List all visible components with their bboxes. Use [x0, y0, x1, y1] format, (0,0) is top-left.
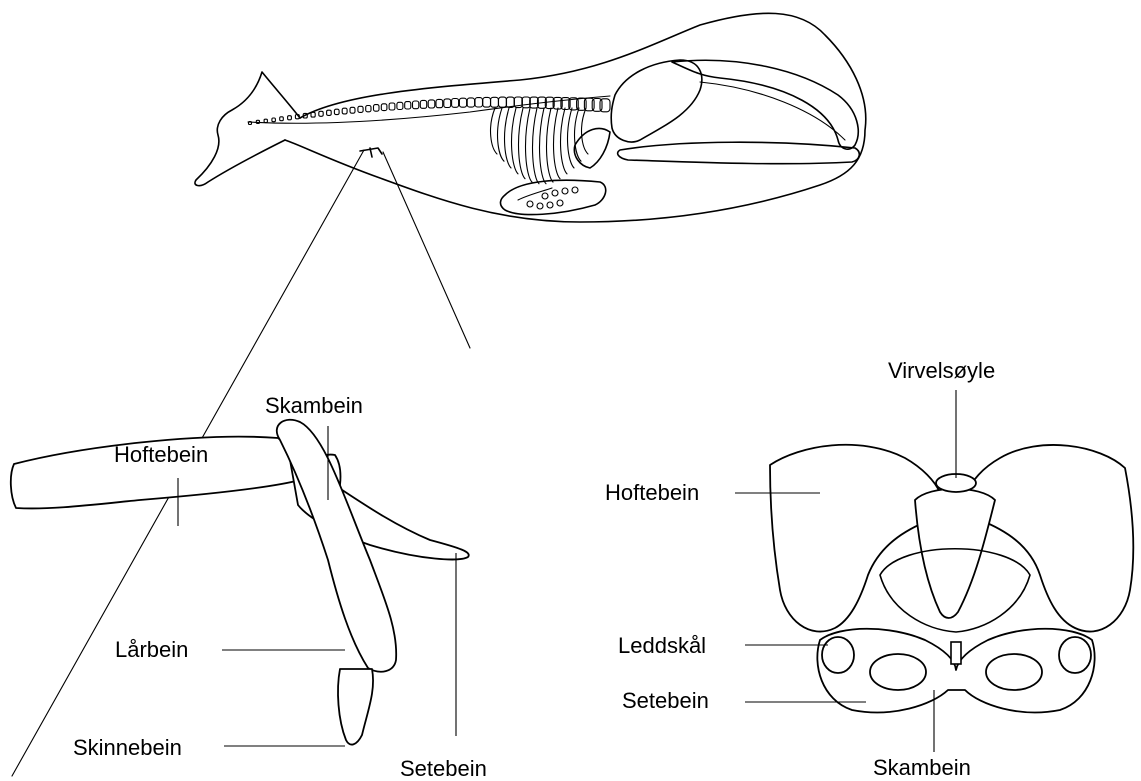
- pelvis-left-foramen: [870, 654, 926, 690]
- whale-vertebra: [483, 97, 491, 107]
- whale-vertebra: [288, 116, 292, 120]
- label-human-setebein: Setebein: [622, 688, 709, 713]
- whale-vertebra: [264, 119, 267, 122]
- label-whale-laarbein: Lårbein: [115, 637, 188, 662]
- whale-vertebra: [350, 107, 355, 113]
- whale-rib: [540, 108, 546, 184]
- whale-body-outline: [285, 13, 866, 222]
- whale-vertebra: [413, 101, 419, 109]
- whale-flipper: [500, 180, 605, 214]
- label-human-hoftebein: Hoftebein: [605, 480, 699, 505]
- whale-rib: [519, 108, 525, 179]
- whale-rib: [561, 108, 567, 174]
- whale-vertebra: [249, 122, 252, 125]
- whale-skull: [611, 60, 702, 142]
- label-human-virvelsoyle: Virvelsøyle: [888, 358, 995, 383]
- whale-rib: [533, 108, 539, 184]
- whale-rib: [505, 108, 511, 168]
- whale-vertebra: [256, 120, 259, 123]
- label-human-skambein: Skambein: [873, 755, 971, 780]
- whale-scapula: [574, 128, 610, 168]
- pelvis-right-acetabulum: [1059, 637, 1091, 673]
- label-human-leddskaal: Leddskål: [618, 633, 706, 658]
- whale-leg-detail: [11, 420, 469, 745]
- whale-vertebra: [475, 98, 483, 107]
- pelvis-sacrum: [915, 489, 995, 618]
- whale-tibia: [338, 669, 373, 745]
- whale-illustration: [195, 13, 866, 222]
- whale-vertebra: [452, 99, 459, 108]
- whale-vertebra: [428, 100, 435, 108]
- pelvis-right-ilium: [966, 445, 1133, 632]
- whale-vertebra: [366, 106, 371, 112]
- human-pelvis: [770, 445, 1133, 713]
- whale-flipper-bones: [518, 187, 578, 209]
- whale-baleen-arc: [700, 82, 845, 140]
- pelvis-right-foramen: [986, 654, 1042, 690]
- whale-vertebra: [334, 109, 339, 114]
- whale-vertebra: [327, 110, 332, 115]
- whale-vertebra: [358, 106, 363, 112]
- whale-rib: [526, 108, 532, 182]
- whale-vertebra: [522, 97, 530, 108]
- whale-vertebra: [272, 118, 276, 122]
- whale-vertebra: [420, 100, 426, 108]
- whale-vertebra: [444, 99, 451, 108]
- whale-vertebra: [374, 105, 380, 112]
- whale-tail: [195, 72, 300, 186]
- pelvis-symphysis: [951, 642, 961, 664]
- whale-rib: [582, 108, 588, 154]
- whale-vertebra: [319, 111, 323, 116]
- whale-vertebra: [499, 97, 507, 107]
- whale-vertebra: [405, 102, 411, 109]
- pelvis-left-ilium: [770, 445, 942, 632]
- label-whale-hoftebein: Hoftebein: [114, 442, 208, 467]
- whale-vertebra: [381, 104, 387, 111]
- whale-ribs: [491, 108, 588, 184]
- whale-upper-jaw: [672, 60, 858, 149]
- whale-vertebra: [311, 112, 315, 117]
- whale-vertebra: [491, 97, 499, 107]
- whale-lower-jaw: [618, 142, 860, 163]
- label-whale-skambein: Skambein: [265, 393, 363, 418]
- whale-rib: [547, 108, 553, 182]
- whale-vertebra: [459, 98, 466, 107]
- whale-pelvic-remnant: [360, 148, 382, 157]
- whale-rib: [568, 108, 574, 168]
- whale-vertebra: [342, 108, 347, 114]
- whale-vertebra: [467, 98, 474, 107]
- label-whale-skinnebein: Skinnebein: [73, 735, 182, 760]
- whale-vertebra: [397, 102, 403, 109]
- whale-vertebra: [280, 117, 284, 121]
- whale-rib: [512, 108, 518, 174]
- label-whale-setebein: Setebein: [400, 756, 487, 781]
- whale-rib: [575, 108, 581, 161]
- whale-vertebra: [436, 99, 443, 107]
- whale-rib: [554, 108, 560, 179]
- whale-vertebra: [389, 103, 395, 110]
- whale-rib: [491, 108, 497, 154]
- whale-rib: [498, 108, 504, 161]
- pelvis-left-acetabulum: [822, 637, 854, 673]
